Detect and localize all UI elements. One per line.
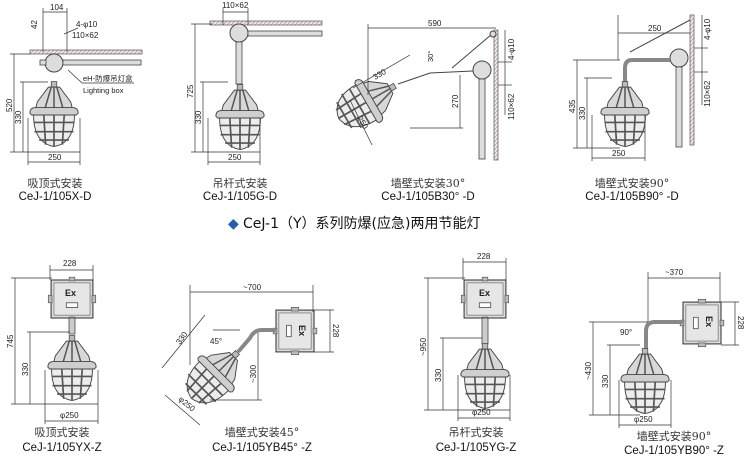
model-number: CeJ-1/105YB45° -Z: [212, 442, 312, 454]
model-number: CeJ-1/105G-D: [203, 191, 277, 203]
figure-wall-mount-45-z: Ex ~700 228 45° ~300 330 φ250 墙壁式安装45° C…: [161, 283, 340, 454]
lamp-icon: [459, 342, 511, 410]
dim-holes: 4-φ10: [507, 38, 516, 60]
model-number: CeJ-1/105YB90° -Z: [624, 445, 724, 457]
ex-mark: Ex: [297, 325, 307, 336]
conduit: [478, 78, 486, 160]
dim-width: φ250: [60, 411, 79, 420]
dim-width: φ250: [634, 415, 653, 424]
dim-height: 745: [6, 334, 15, 348]
lamp-icon: [325, 63, 408, 141]
lamp-icon: [599, 80, 651, 148]
conduit: [247, 30, 323, 37]
dim-side: 42: [30, 20, 39, 29]
diamond-bullet-icon: ◆: [228, 215, 239, 231]
lamp-icon: [28, 80, 80, 148]
model-number: CeJ-1/105X-D: [19, 191, 92, 203]
junction-box: [229, 23, 249, 43]
dim-height: ~430: [584, 361, 593, 380]
dim-lamp-height: 330: [21, 362, 30, 376]
caption-cn: 吸顶式安装: [28, 176, 83, 190]
dim-drop: ~300: [249, 364, 258, 383]
title-text: CeJ-1（Y）系列防爆(应急)两用节能灯: [243, 215, 480, 232]
model-number: CeJ-1/105B30° -D: [381, 191, 474, 203]
dim-drop: 270: [451, 94, 460, 108]
dim-box: 110×62: [507, 93, 516, 120]
dim-width: φ250: [472, 408, 491, 417]
figure-wall-mount-30-d: 590 30° 330 250 270 4-φ10 110×62 墙壁式安装30…: [325, 19, 516, 203]
dim-box: 228: [63, 259, 77, 268]
caption-cn: 吸顶式安装: [35, 425, 90, 439]
conduit: [62, 59, 142, 66]
caption-cn: 墙壁式安装30°: [391, 176, 466, 190]
figure-pendant-mount-d: 110×62 725 330 250 吊杆式安装 CeJ-1/105G-D: [186, 1, 323, 203]
dim-holes: 4-φ10: [703, 18, 712, 40]
ex-junction-box: [460, 276, 510, 322]
dim-top: 104: [50, 3, 64, 12]
pendant-rod: [235, 41, 243, 85]
callout-lighting-box-en: Lighting box: [83, 86, 124, 95]
dim-box: 110×62: [703, 80, 712, 107]
figure-ceiling-mount-z: Ex 228 745 330 φ250 吸顶式安装 CeJ-1/105YX-Z: [6, 259, 102, 454]
dim-lamp-height: 330: [578, 106, 587, 120]
series-title: ◆ CeJ-1（Y）系列防爆(应急)两用节能灯: [228, 215, 480, 232]
dim-reach: ~370: [665, 268, 684, 277]
ex-mark: Ex: [704, 316, 714, 327]
wall: [689, 14, 695, 146]
dim-lamp-height: 330: [601, 374, 610, 388]
caption-cn: 墙壁式安装90°: [637, 429, 712, 443]
ex-junction-box: [47, 276, 97, 322]
conduit: [675, 66, 683, 148]
dim-reach: ~700: [243, 283, 262, 292]
dim-lamp-height: 330: [194, 110, 203, 124]
dim-lamp-height: 330: [14, 110, 23, 124]
dim-height: 435: [568, 99, 577, 113]
junction-box: [44, 53, 64, 73]
junction-box: [472, 60, 492, 80]
pendant-rod: [481, 317, 489, 345]
lamp-icon: [619, 347, 671, 415]
dim-reach: 590: [428, 19, 442, 28]
dim-width: 250: [612, 149, 626, 158]
ceiling-plate: [209, 20, 323, 26]
figure-ceiling-mount-d: 104 42 4-φ10 110×62 eH-防爆吊灯盒 Lighting bo…: [5, 3, 143, 203]
dim-width: 250: [228, 153, 242, 162]
caption-cn: 吊杆式安装: [449, 425, 504, 439]
model-number: CeJ-1/105B90° -D: [585, 191, 678, 203]
lamp-icon: [214, 83, 266, 151]
dim-lamp-height: 330: [174, 330, 189, 347]
dim-height: 520: [5, 98, 14, 112]
dim-width: 250: [48, 153, 62, 162]
model-number: CeJ-1/105YG-Z: [436, 442, 517, 454]
dim-box: 110×62: [72, 31, 99, 40]
dim-box: 228: [477, 252, 491, 261]
callout-lighting-box-cn: eH-防爆吊灯盒: [83, 73, 133, 83]
dim-box: 110×62: [222, 1, 249, 10]
ex-mark: Ex: [479, 288, 490, 298]
dim-angle: 90°: [620, 328, 632, 337]
dim-holes: 4-φ10: [76, 20, 98, 29]
wall: [493, 29, 499, 161]
caption-cn: 墙壁式安装45°: [225, 425, 300, 439]
dim-box: 228: [736, 316, 745, 330]
caption-cn: 墙壁式安装90°: [595, 176, 670, 190]
dim-reach: 250: [648, 24, 662, 33]
ex-junction-box: [679, 298, 725, 348]
caption-cn: 吊杆式安装: [213, 176, 268, 190]
junction-box: [669, 48, 689, 68]
ex-junction-box: [272, 306, 318, 356]
model-number: CeJ-1/105YX-Z: [22, 442, 101, 454]
figure-wall-mount-90-d: 250 435 330 250 4-φ10 110×62 墙壁式安装90° Ce…: [568, 14, 712, 203]
ceiling-plate: [29, 49, 143, 55]
dim-height: 725: [186, 84, 195, 98]
ex-mark: Ex: [65, 288, 76, 298]
dim-angle: 45°: [210, 337, 222, 346]
dim-height: ~950: [419, 337, 428, 356]
figure-pendant-mount-z: Ex 228 ~950 330 φ250 吊杆式安装 CeJ-1/105YG-Z: [419, 252, 516, 454]
dim-lamp-height: 330: [434, 368, 443, 382]
figure-wall-mount-90-z: Ex ~370 228 90° ~430 330 φ250 墙壁式安装90° C…: [584, 268, 745, 457]
dim-box: 228: [331, 324, 340, 338]
dim-angle: 30°: [426, 51, 435, 62]
lamp-icon: [46, 334, 98, 402]
